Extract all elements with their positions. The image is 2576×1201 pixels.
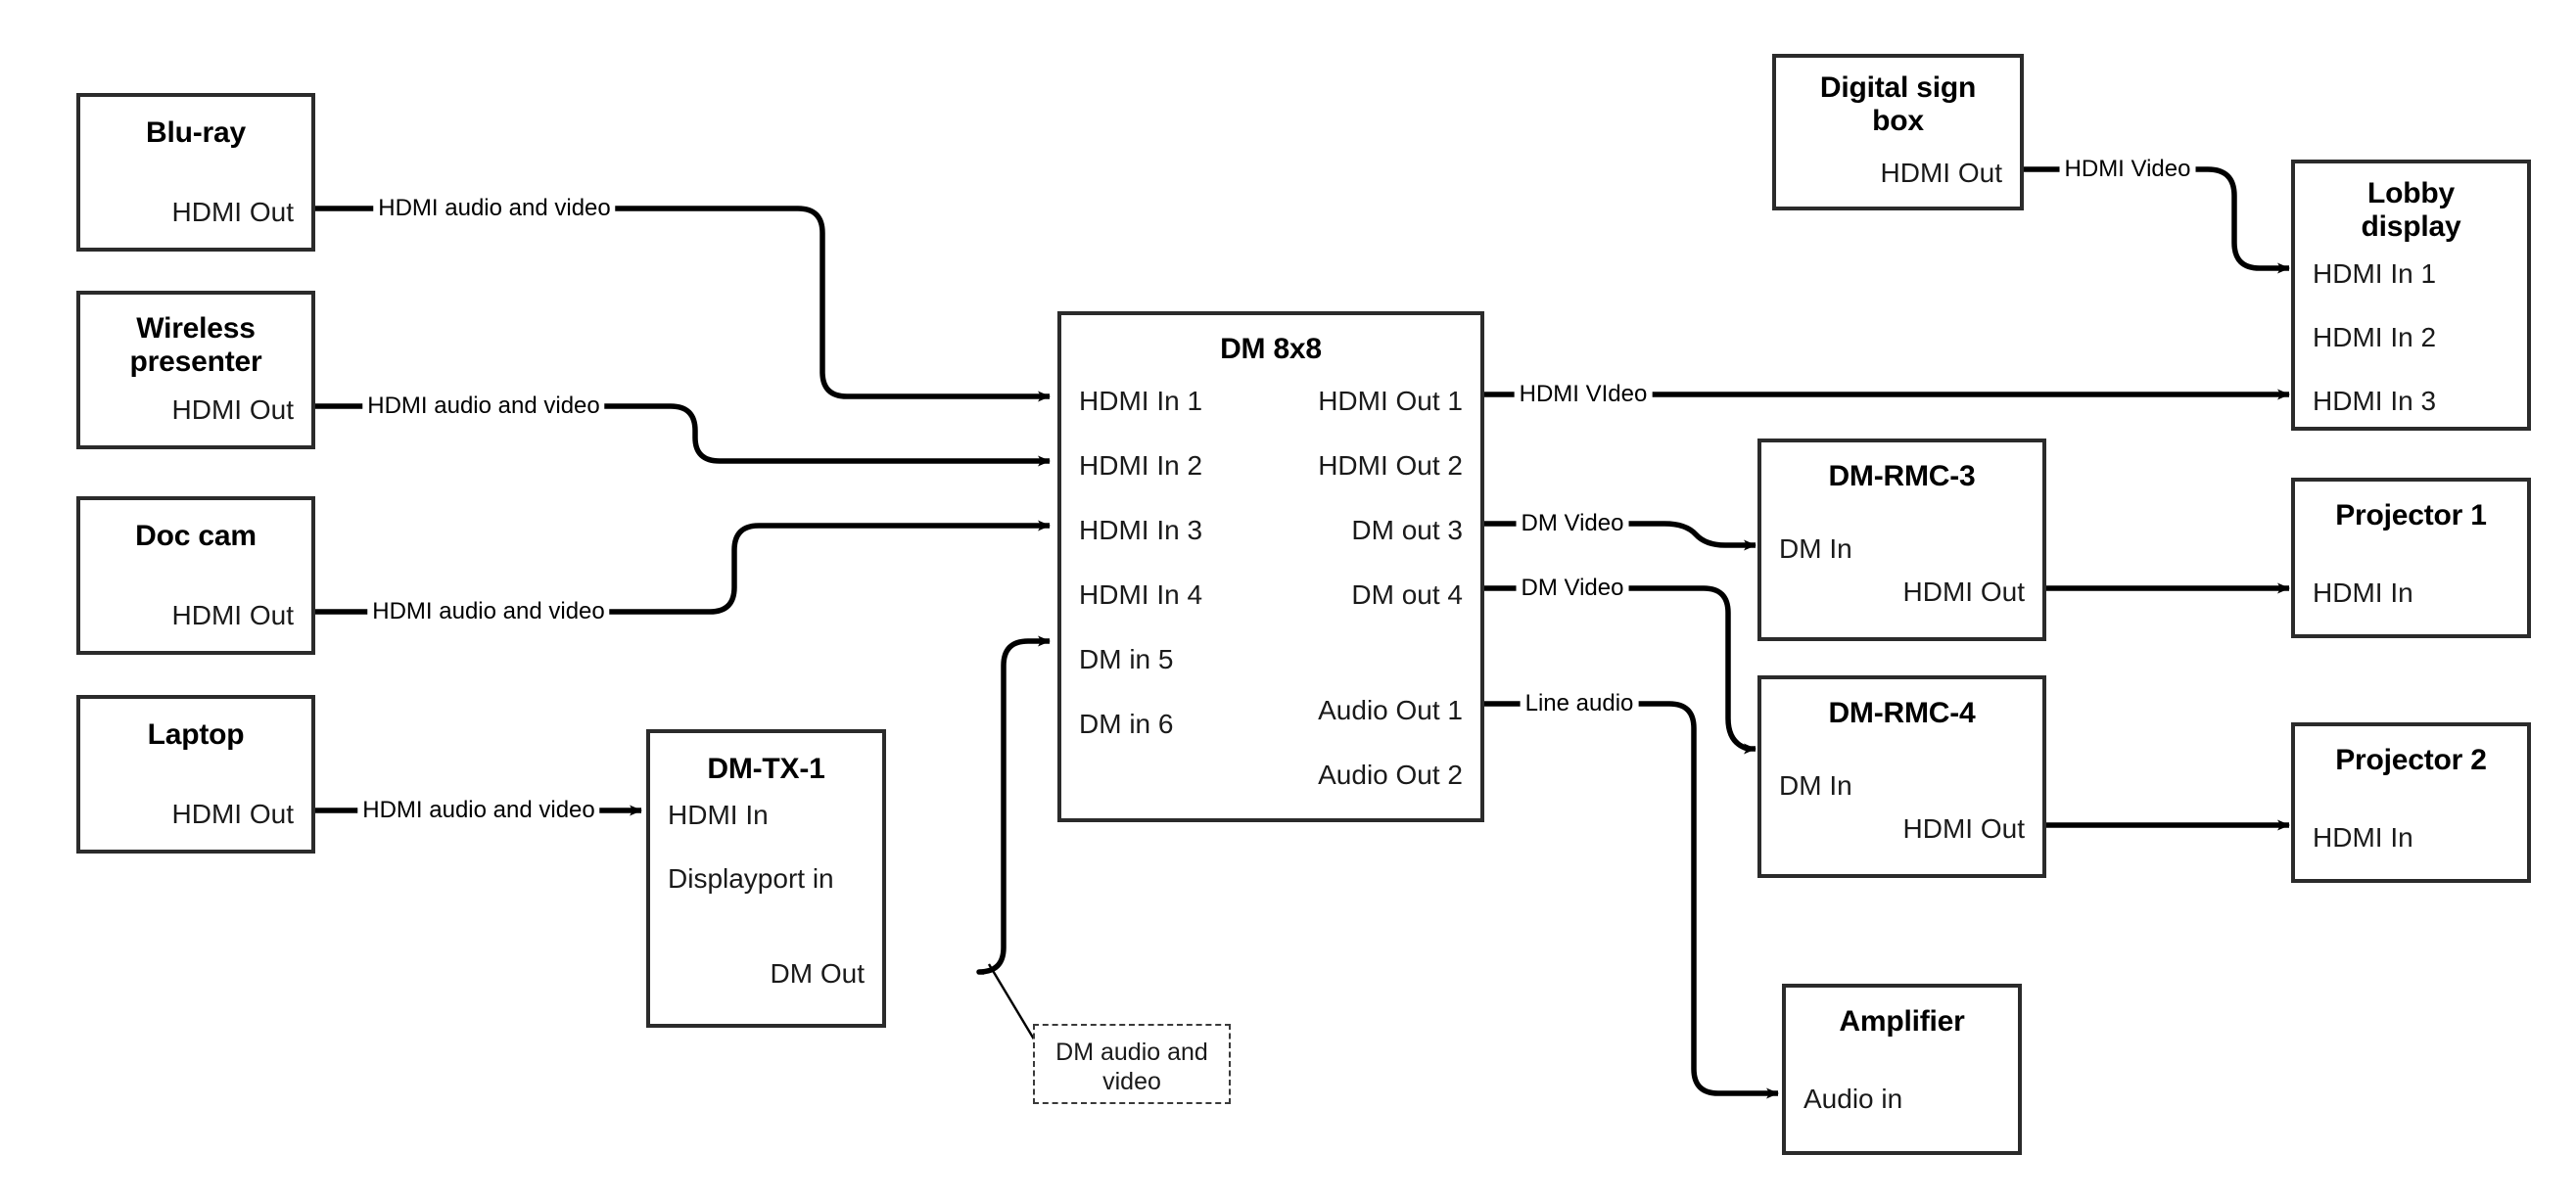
wire-dm8x8-dmout4-to-rmc4 (1484, 585, 1756, 755)
wire-dmtx1-to-dm8x8 (976, 635, 1051, 975)
node-dm-tx-1-title: DM-TX-1 (707, 753, 825, 785)
node-projector-2-title: Projector 2 (2335, 744, 2487, 776)
port-lobby-hdmi-in-1[interactable]: HDMI In 1 (2313, 258, 2437, 289)
wire-digitalsign-to-lobby (2024, 166, 2290, 274)
wire-label-lineaudio: Line audio (1520, 692, 1639, 716)
node-laptop[interactable]: Laptop HDMI Out (76, 695, 315, 854)
port-dmtx1-hdmi-in[interactable]: HDMI In (668, 800, 769, 830)
node-dm-8x8[interactable]: DM 8x8 HDMI In 1 HDMI In 2 HDMI In 3 HDM… (1057, 311, 1484, 822)
node-doc-cam[interactable]: Doc cam HDMI Out (76, 496, 315, 655)
node-dm-tx-1[interactable]: DM-TX-1 HDMI In Displayport in DM Out (646, 729, 886, 1028)
node-dm-8x8-title: DM 8x8 (1220, 333, 1322, 365)
port-wireless-hdmi-out[interactable]: HDMI Out (171, 394, 294, 425)
wire-label-laptop: HDMI audio and video (357, 799, 600, 822)
wire-dm8x8-dmout3-to-rmc3 (1484, 521, 1756, 551)
port-dm8x8-dm-out-3[interactable]: DM out 3 (1351, 515, 1463, 545)
node-laptop-title: Laptop (147, 718, 245, 751)
callout-dm-audio-and-video-text: DM audio and video (1055, 1039, 1208, 1095)
port-dm8x8-hdmi-in-1[interactable]: HDMI In 1 (1079, 386, 1203, 416)
wire-bluray-to-dm8x8 (315, 206, 1051, 402)
port-lobby-hdmi-in-2[interactable]: HDMI In 2 (2313, 322, 2437, 352)
port-rmc4-dm-in[interactable]: DM In (1779, 770, 1852, 801)
port-dmtx1-dm-out[interactable]: DM Out (770, 958, 865, 989)
node-projector-1[interactable]: Projector 1 HDMI In (2291, 478, 2531, 638)
port-projector2-hdmi-in[interactable]: HDMI In (2313, 822, 2413, 853)
node-lobby-display-title: Lobby display (2361, 177, 2461, 243)
port-dm8x8-dm-in-6[interactable]: DM in 6 (1079, 709, 1174, 739)
port-dm8x8-dm-out-4[interactable]: DM out 4 (1351, 579, 1463, 610)
wire-label-wireless: HDMI audio and video (362, 394, 605, 418)
node-dm-rmc-3-title: DM-RMC-3 (1828, 460, 1976, 492)
wire-label-dmout4: DM Video (1516, 577, 1629, 600)
port-dm8x8-hdmi-in-3[interactable]: HDMI In 3 (1079, 515, 1203, 545)
port-amplifier-audio-in[interactable]: Audio in (1803, 1084, 1903, 1114)
port-dm8x8-dm-in-5[interactable]: DM in 5 (1079, 644, 1174, 674)
port-projector1-hdmi-in[interactable]: HDMI In (2313, 577, 2413, 608)
wire-label-doccam: HDMI audio and video (367, 600, 610, 624)
wire-label-hdmiout1: HDMI VIdeo (1514, 383, 1653, 406)
node-projector-2[interactable]: Projector 2 HDMI In (2291, 722, 2531, 883)
node-wireless-presenter[interactable]: Wireless presenter HDMI Out (76, 291, 315, 449)
port-dmtx1-displayport-in[interactable]: Displayport in (668, 863, 834, 894)
wire-label-sign-to-lobby: HDMI Video (2059, 158, 2196, 181)
port-rmc3-dm-in[interactable]: DM In (1779, 533, 1852, 564)
port-dm8x8-hdmi-out-1[interactable]: HDMI Out 1 (1318, 386, 1463, 416)
node-bluray[interactable]: Blu-ray HDMI Out (76, 93, 315, 252)
port-digitalsign-hdmi-out[interactable]: HDMI Out (1880, 158, 2002, 188)
port-dm8x8-hdmi-out-2[interactable]: HDMI Out 2 (1318, 450, 1463, 481)
port-laptop-hdmi-out[interactable]: HDMI Out (171, 799, 294, 829)
port-dm8x8-hdmi-in-2[interactable]: HDMI In 2 (1079, 450, 1203, 481)
port-dm8x8-hdmi-in-4[interactable]: HDMI In 4 (1079, 579, 1203, 610)
wire-dm8x8-audioout1-to-amplifier (1484, 701, 1779, 1099)
node-amplifier[interactable]: Amplifier Audio in (1782, 984, 2022, 1155)
node-dm-rmc-3[interactable]: DM-RMC-3 DM In HDMI Out (1757, 439, 2046, 641)
wire-doccam-to-dm8x8 (315, 520, 1051, 615)
port-bluray-hdmi-out[interactable]: HDMI Out (171, 197, 294, 227)
wire-wireless-to-dm8x8 (315, 403, 1051, 467)
node-doc-cam-title: Doc cam (135, 520, 257, 552)
port-doccam-hdmi-out[interactable]: HDMI Out (171, 600, 294, 630)
node-dm-rmc-4-title: DM-RMC-4 (1828, 697, 1976, 729)
node-dm-rmc-4[interactable]: DM-RMC-4 DM In HDMI Out (1757, 675, 2046, 878)
node-projector-1-title: Projector 1 (2335, 499, 2487, 531)
wire-label-bluray: HDMI audio and video (373, 197, 616, 220)
port-dm8x8-audio-out-2[interactable]: Audio Out 2 (1318, 760, 1463, 790)
port-rmc3-hdmi-out[interactable]: HDMI Out (1902, 577, 2025, 607)
node-digital-sign-box[interactable]: Digital sign box HDMI Out (1772, 54, 2024, 210)
wire-label-dmout3: DM Video (1516, 512, 1629, 535)
callout-dm-audio-and-video: DM audio and video (1033, 1024, 1231, 1104)
node-digital-sign-box-title: Digital sign box (1819, 71, 1977, 137)
port-lobby-hdmi-in-3[interactable]: HDMI In 3 (2313, 386, 2437, 416)
node-wireless-presenter-title: Wireless presenter (129, 312, 262, 378)
port-rmc4-hdmi-out[interactable]: HDMI Out (1902, 813, 2025, 844)
node-amplifier-title: Amplifier (1839, 1005, 1965, 1038)
leader-line-dm-callout (987, 963, 1038, 1043)
node-lobby-display[interactable]: Lobby display HDMI In 1 HDMI In 2 HDMI I… (2291, 160, 2531, 431)
node-bluray-title: Blu-ray (146, 116, 246, 149)
port-dm8x8-audio-out-1[interactable]: Audio Out 1 (1318, 695, 1463, 725)
